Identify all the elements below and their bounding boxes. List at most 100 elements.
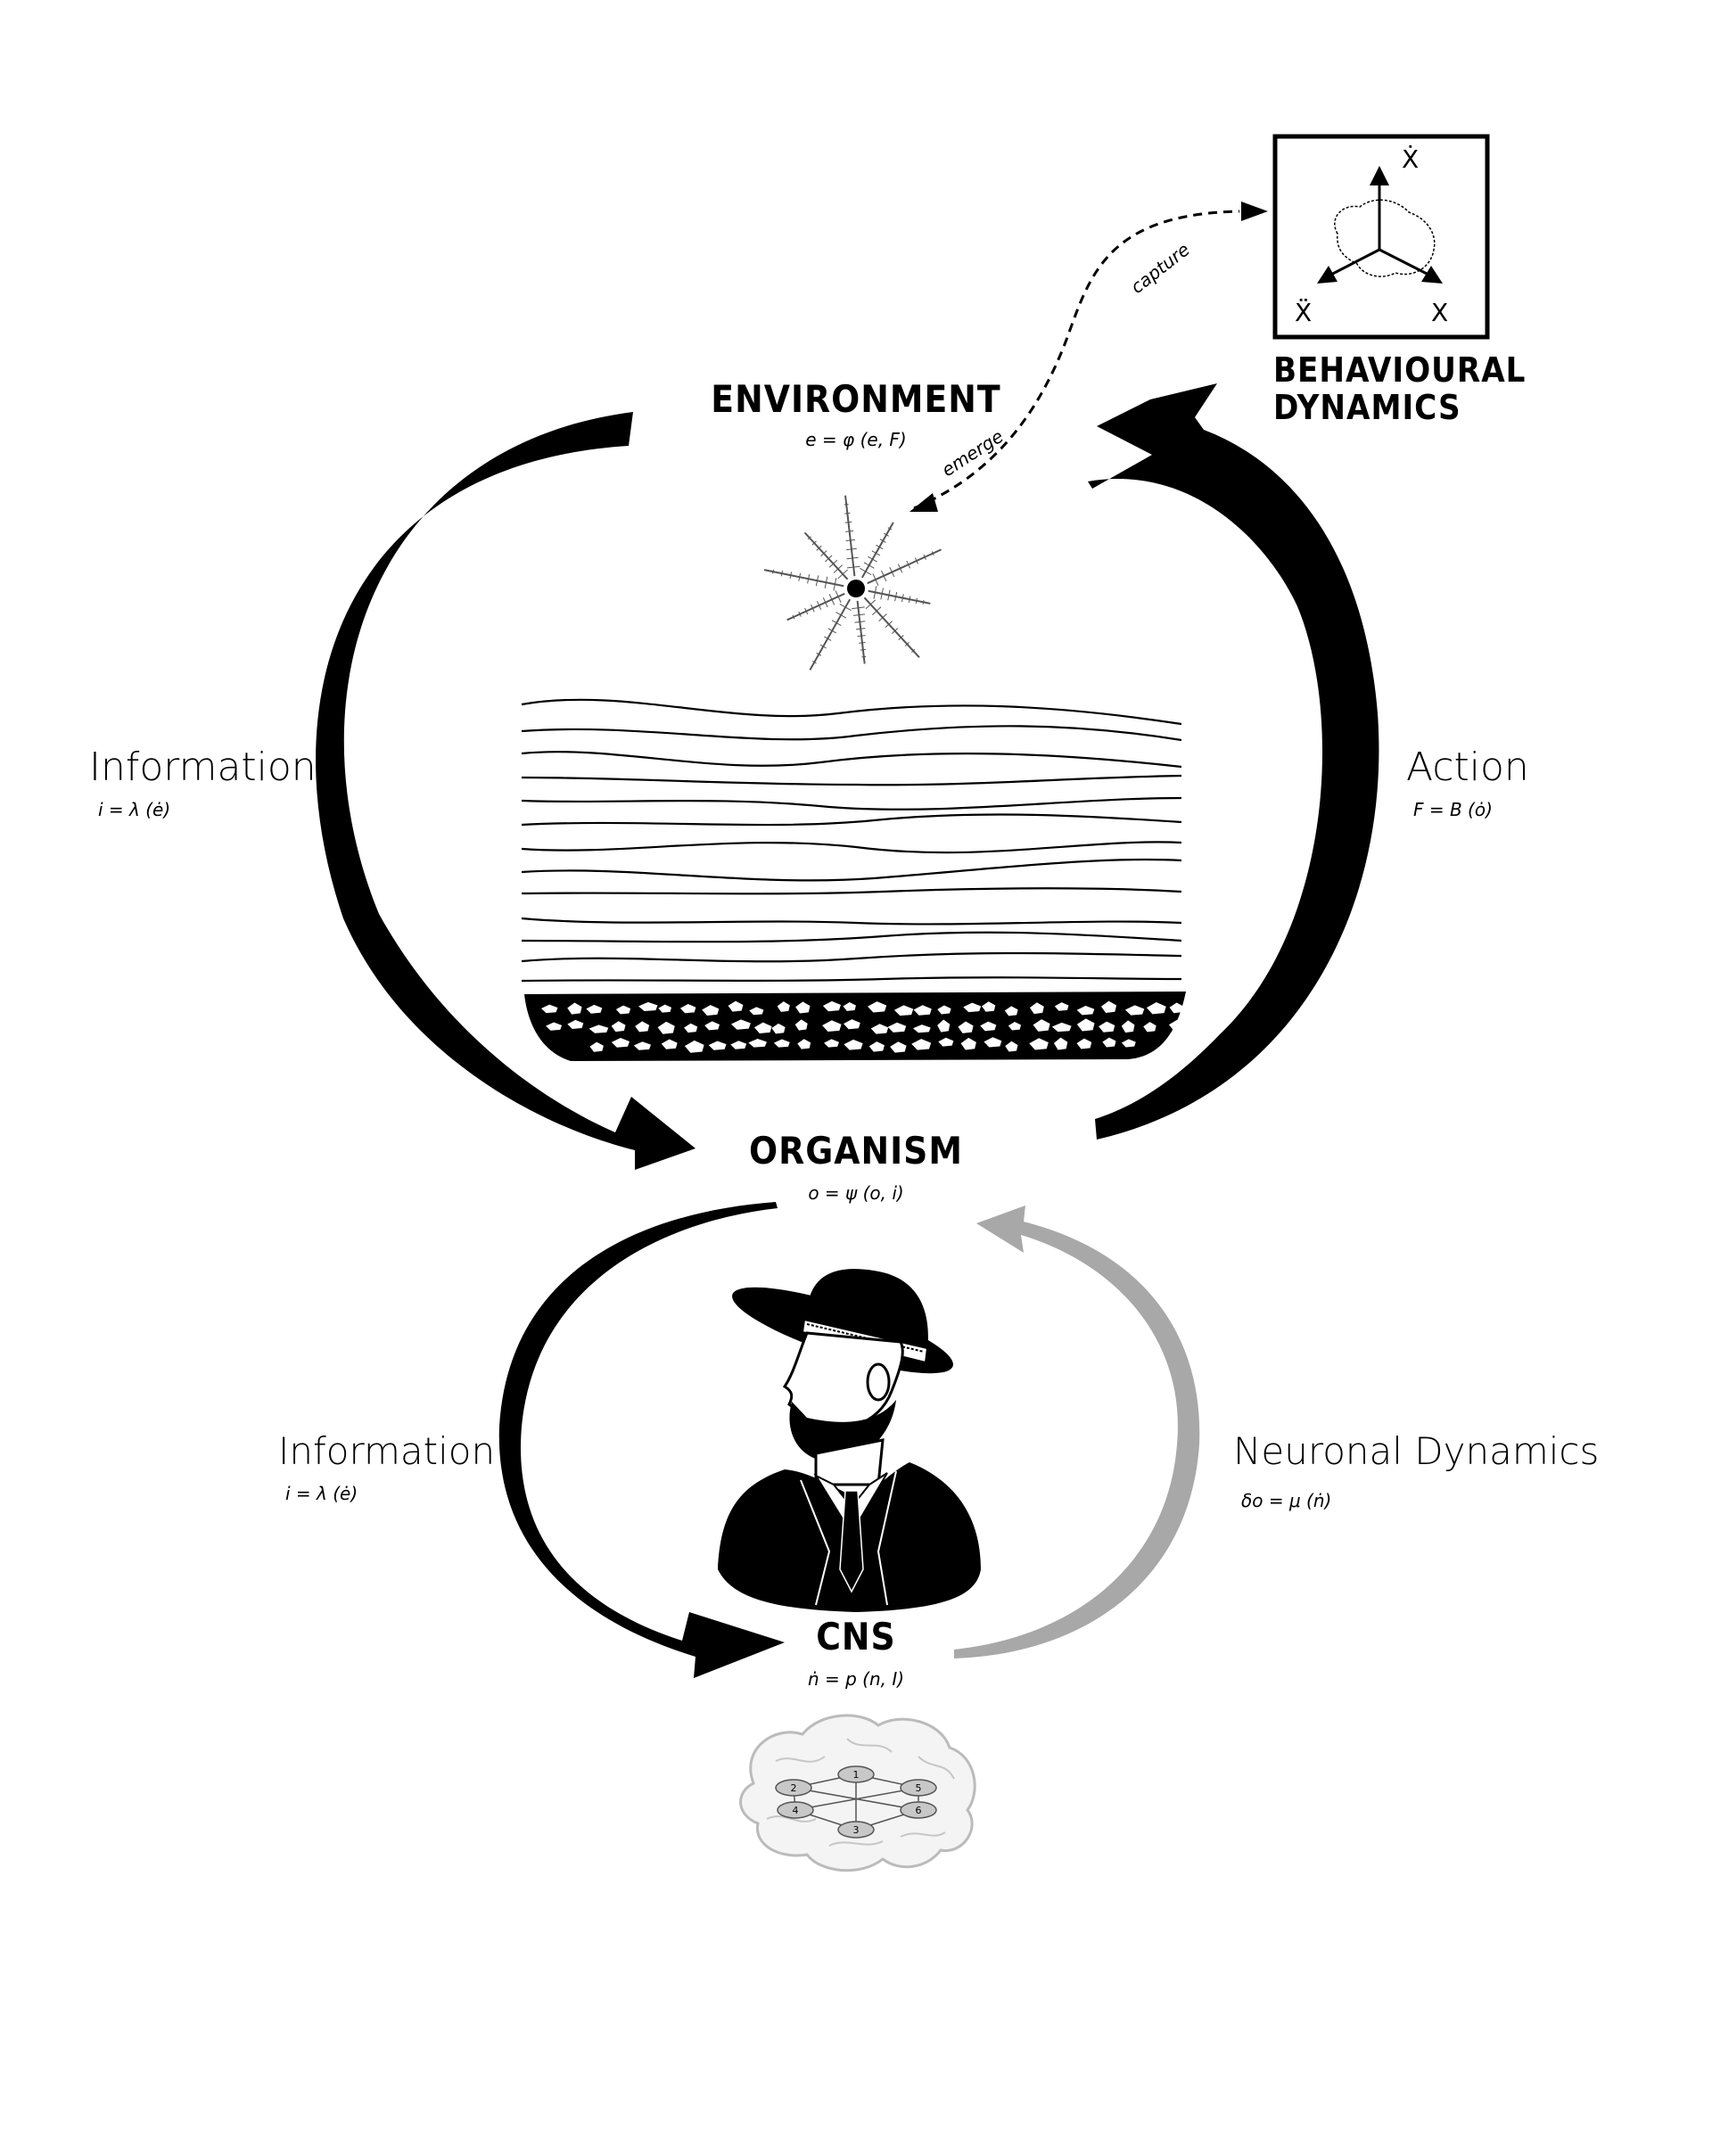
- sun-ray-tick: [846, 547, 857, 551]
- sun-ray-tick: [887, 527, 893, 531]
- pebble-gap: [1053, 1037, 1068, 1050]
- inner-information-equation: i = λ (ė): [285, 1483, 358, 1504]
- sun-ray: [786, 592, 845, 621]
- sun-ray-tick: [914, 557, 918, 564]
- sun-ray-tick: [884, 532, 889, 537]
- brain-network-node-label: 4: [793, 1805, 799, 1816]
- sun-ray-tick: [904, 641, 910, 646]
- pebble-gap: [1143, 1022, 1156, 1033]
- sun-ray-tick: [906, 560, 911, 569]
- sun-ray-tick: [880, 570, 887, 581]
- neuronal-dynamics-equation: δo = μ (ṅ): [1241, 1490, 1331, 1511]
- sun-ray: [763, 569, 844, 588]
- sun-ray-tick: [824, 576, 828, 588]
- pebble-gap: [911, 1039, 932, 1050]
- sun-ray-tick: [798, 611, 802, 617]
- pebble-gap: [912, 1025, 931, 1033]
- sun-ray-tick: [815, 575, 819, 587]
- sun-ray-tick: [894, 591, 898, 602]
- inner-information-label: Information: [278, 1429, 495, 1473]
- pebble-gap: [960, 1037, 976, 1050]
- sun-ray-tick: [898, 635, 904, 640]
- pebble-gap: [1005, 1041, 1018, 1052]
- pebble-gap: [868, 1041, 885, 1052]
- environment-equation: e = φ (e, F): [805, 429, 906, 450]
- organism-title: ORGANISM: [749, 1129, 963, 1173]
- pebble-gap: [635, 1021, 650, 1033]
- sun-ray-tick: [780, 571, 784, 577]
- pebble-gap: [753, 1022, 772, 1034]
- sun-ray-tick: [852, 606, 865, 610]
- pebble-gap: [963, 1002, 982, 1013]
- pebble-gap: [1076, 1038, 1092, 1049]
- pebble-gap: [771, 1023, 786, 1034]
- emerge-label: emerge: [938, 425, 1008, 481]
- sun-ray-tick: [861, 655, 867, 658]
- pebble-gap: [586, 1004, 603, 1014]
- pebble-gap: [633, 1041, 652, 1050]
- pebble-gap: [913, 1005, 932, 1016]
- outer-action-equation: F = B (ȯ): [1413, 799, 1493, 820]
- sun-ray-tick: [816, 545, 822, 551]
- sun-ray-tick: [922, 599, 925, 605]
- sun-ray: [861, 522, 894, 579]
- axis-label-top: Ẋ: [1402, 144, 1419, 174]
- axis-label-left: Ẍ: [1295, 298, 1312, 327]
- sun-ray-tick: [871, 550, 881, 556]
- sun-ray-tick: [837, 569, 848, 580]
- sun-ray-tick: [824, 636, 832, 641]
- sun-icon: [763, 495, 942, 671]
- pebble-gap: [615, 1005, 631, 1015]
- brain-network-edge: [794, 1787, 919, 1811]
- sun-ray-tick: [819, 644, 827, 649]
- pebble-gap: [730, 1041, 747, 1049]
- sun-ray-tick: [889, 567, 895, 578]
- brain-network-node: [837, 1821, 875, 1839]
- pebble-gap: [1121, 1039, 1136, 1048]
- sun-ray-tick: [852, 613, 866, 616]
- pebble-gap: [958, 1021, 974, 1033]
- pebble-gap: [1146, 1002, 1166, 1015]
- brain-network-node: [775, 1779, 812, 1797]
- pebble-gap: [1004, 1006, 1018, 1016]
- neuronal-dynamics-label: Neuronal Dynamics: [1233, 1429, 1599, 1473]
- cns-equation: ṅ = p (n, I): [808, 1668, 904, 1690]
- sun-ray-tick: [845, 539, 856, 541]
- sun-ray-tick: [871, 606, 882, 616]
- sun-ray-tick: [789, 572, 793, 579]
- pebble-gap: [822, 1000, 841, 1012]
- sun-ray-tick: [855, 628, 866, 630]
- pebble-gap: [867, 1001, 887, 1013]
- pebble-gap: [890, 1041, 907, 1053]
- outer-information-label: Information: [89, 745, 317, 790]
- behavioural-dynamics-title-2: DYNAMICS: [1273, 388, 1461, 427]
- sun-ray-tick: [816, 652, 822, 656]
- behavioural-dynamics-title-1: BEHAVIOURAL: [1273, 350, 1526, 390]
- behavioural-dynamics-panel: Ẋ Ẍ X BEHAVIOURAL DYNAMICS: [1272, 134, 1526, 427]
- sun-ray-tick: [873, 586, 877, 599]
- axis-arrow-right: [1421, 266, 1443, 284]
- pebble-gap: [546, 1022, 563, 1031]
- pebble-gap: [1169, 1002, 1184, 1014]
- pebble-gap: [1124, 1005, 1145, 1016]
- pebble-gap: [728, 1000, 744, 1012]
- brain-network-node-label: 2: [791, 1782, 797, 1794]
- pebble-gap: [1054, 1002, 1069, 1011]
- pebble-gap: [844, 1039, 863, 1050]
- pebble-gap: [1100, 1000, 1117, 1014]
- sun-ray-tick: [811, 604, 815, 613]
- pebble-gap: [870, 1024, 889, 1034]
- sun-ray-tick: [844, 503, 849, 506]
- sun-ray: [868, 589, 931, 605]
- sun-ray-tick: [798, 572, 802, 581]
- pebble-gap: [702, 1005, 720, 1016]
- pebble-gap: [657, 1021, 675, 1034]
- capture-arrowhead: [1241, 202, 1268, 221]
- brain-network-node: [900, 1801, 937, 1819]
- sun-ray-tick: [844, 521, 852, 523]
- brain-network-node: [777, 1801, 814, 1819]
- sun-ray: [844, 495, 856, 577]
- sun-ray-tick: [865, 599, 877, 610]
- pebble-gap: [1029, 1038, 1049, 1050]
